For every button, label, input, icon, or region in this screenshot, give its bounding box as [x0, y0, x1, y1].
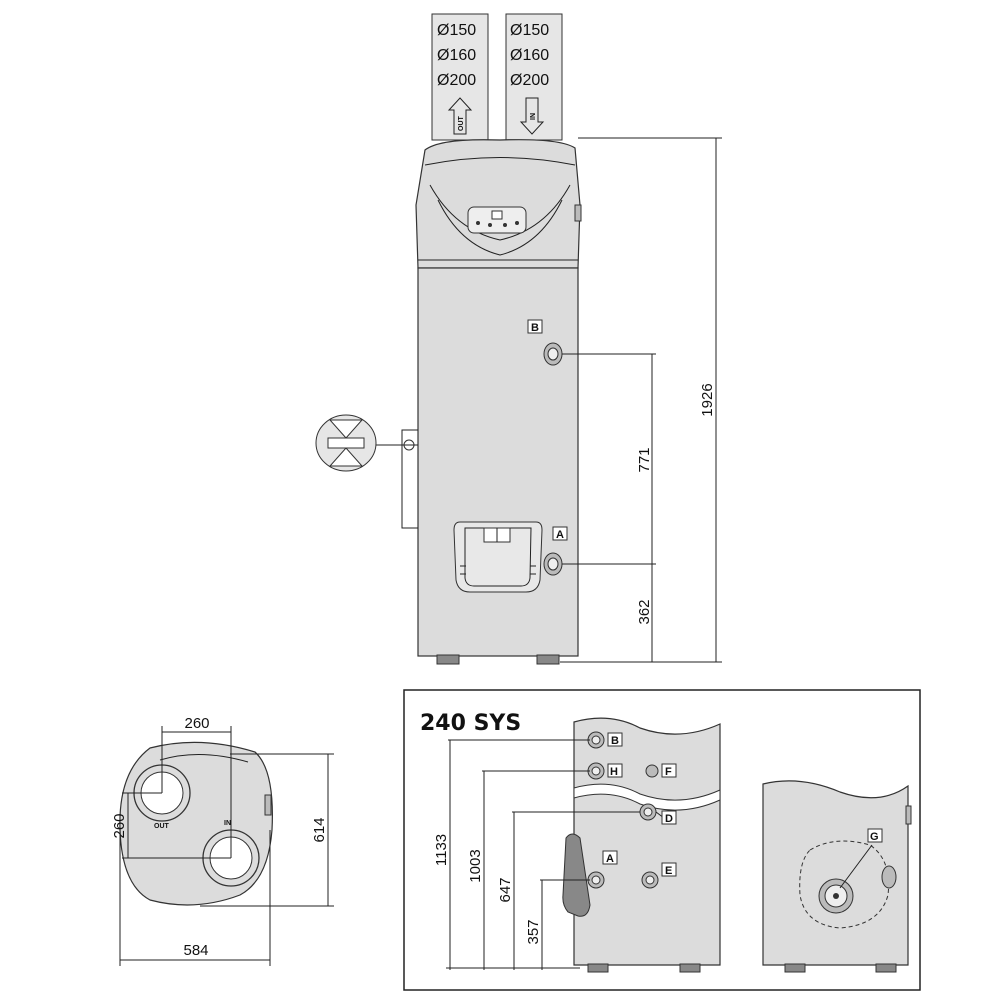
dim-1926: 1926 — [699, 383, 716, 416]
top-label-out: OUT — [154, 823, 170, 830]
duct-left-d160: Ø160 — [437, 47, 476, 64]
label-a: A — [556, 529, 564, 541]
sys-label-d: D — [665, 813, 673, 825]
fitting-b: B — [527, 319, 563, 366]
sys-title: 240 SYS — [420, 711, 521, 736]
sys-label-e: E — [665, 865, 672, 877]
sys-fitting-g: G — [818, 828, 883, 914]
sys-fitting-a: A — [587, 850, 618, 889]
duct-left-d200: Ø200 — [437, 72, 476, 89]
dim-362: 362 — [636, 599, 653, 624]
condensate-drain — [376, 429, 418, 529]
sys-dim-357: 357 — [525, 919, 542, 944]
dim-top-260-vertical: 260 — [111, 813, 128, 838]
control-panel — [467, 206, 527, 234]
dim-771: 771 — [636, 447, 653, 472]
duct-right-arrow-text: IN — [530, 113, 537, 120]
sys-fitting-e: E — [641, 862, 677, 889]
sys-fitting-h: H — [587, 762, 623, 780]
sys-label-h: H — [610, 766, 618, 778]
main-dimensions: 1926 771 362 — [560, 137, 722, 663]
duct-left: Ø150 Ø160 Ø200 OUT — [431, 13, 489, 141]
sys-fitting-b: B — [587, 731, 623, 749]
sys-dim-1003: 1003 — [467, 849, 484, 882]
arrow-down-icon: IN — [519, 97, 545, 135]
duct-left-d150: Ø150 — [437, 22, 476, 39]
siphon-icon — [315, 414, 377, 472]
sys-label-f: F — [665, 766, 672, 778]
dim-top-260-horizontal: 260 — [184, 715, 209, 732]
sys-dim-647: 647 — [497, 877, 514, 902]
sys-fitting-f: F — [645, 763, 677, 778]
duct-right-d160: Ø160 — [510, 47, 549, 64]
duct-right-d150: Ø150 — [510, 22, 549, 39]
duct-right: Ø150 Ø160 Ø200 IN — [505, 13, 563, 141]
heat-pump-front-view: B A — [315, 139, 582, 665]
sys-label-g: G — [870, 831, 879, 843]
fitting-a: A — [543, 526, 568, 576]
dim-top-584: 584 — [183, 942, 208, 959]
label-b: B — [531, 322, 539, 334]
duct-right-d200: Ø200 — [510, 72, 549, 89]
arrow-up-icon: OUT — [447, 97, 473, 135]
top-label-in: IN — [224, 820, 231, 827]
sys-fitting-d: D — [639, 803, 677, 825]
duct-left-arrow-text: OUT — [458, 116, 465, 132]
sys-label-a: A — [606, 853, 614, 865]
sys-label-b: B — [611, 735, 619, 747]
dim-top-614: 614 — [311, 817, 328, 842]
sys-dim-1133: 1133 — [433, 834, 450, 866]
sys-panel: 240 SYS B H F D — [403, 689, 921, 991]
service-panel — [453, 521, 543, 593]
top-view: OUT IN 260 260 614 584 — [111, 715, 334, 966]
